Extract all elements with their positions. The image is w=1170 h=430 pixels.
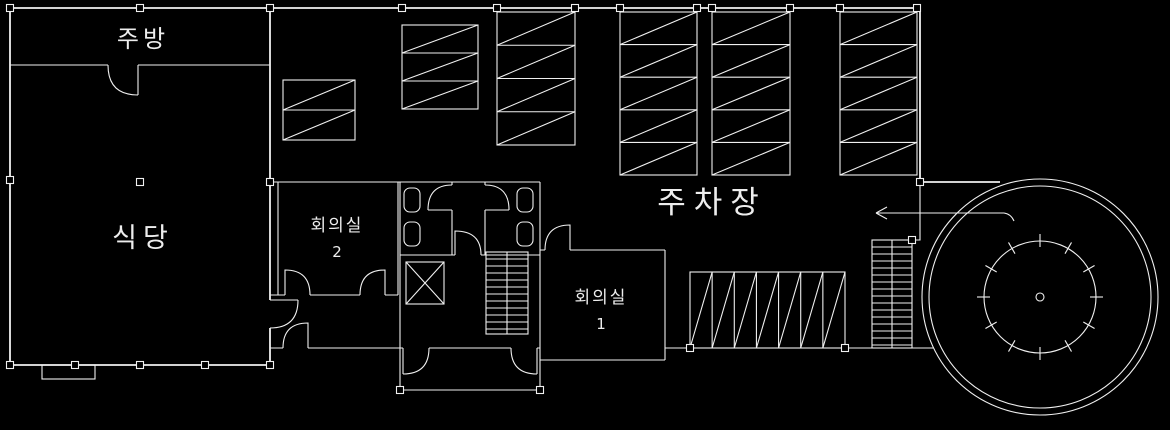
- corridor-walls: [270, 322, 540, 349]
- north-wing-walls: [270, 7, 1000, 241]
- ramp-ticks: [977, 234, 1103, 360]
- column-tick: [785, 3, 795, 13]
- meeting-room-2-outline: [270, 181, 400, 295]
- parking-stall-group: [839, 11, 918, 176]
- column-tick: [5, 3, 15, 13]
- entry-vestibule: [41, 364, 96, 380]
- toilet-partitions: [400, 182, 540, 256]
- labels: 주방 식당 회의실 2 회의실 1 주차장: [112, 25, 767, 333]
- north-outer-wall: [270, 7, 1000, 183]
- meeting-room-2-label: 회의실: [311, 216, 364, 236]
- toilet-fixture: [516, 187, 534, 213]
- column-tick: [912, 3, 922, 13]
- toilet-fixture: [516, 221, 534, 247]
- corridor-door: [282, 322, 309, 349]
- ramp-outer-circle: [921, 178, 1159, 416]
- parking-stalls: [282, 11, 918, 349]
- parking-stall-group: [401, 24, 479, 110]
- column-tick: [5, 360, 15, 370]
- ramp-direction-arrow: [875, 206, 1015, 222]
- column-tick: [907, 235, 917, 245]
- toilet-fixture: [403, 221, 421, 247]
- meeting-room-1-outline: [540, 249, 666, 361]
- column-tick: [707, 3, 717, 13]
- ramp-core-circle: [983, 240, 1097, 354]
- meeting-room-2-door-a: [284, 269, 311, 296]
- column-tick: [265, 177, 275, 187]
- meeting-room-1-number: 1: [596, 315, 606, 333]
- column-tick: [135, 177, 145, 187]
- column-tick: [70, 360, 80, 370]
- toilet-door-left: [427, 184, 453, 211]
- toilet-fixture: [403, 187, 421, 213]
- stairs-core: [485, 251, 529, 335]
- column-tick: [915, 177, 925, 187]
- column-tick: [397, 3, 407, 13]
- parking-stall-group: [619, 11, 698, 176]
- core-walls: [399, 181, 541, 391]
- ramp-outer-inner-circle: [928, 185, 1152, 409]
- column-tick: [395, 385, 405, 395]
- column-tick: [685, 343, 695, 353]
- column-tick: [265, 360, 275, 370]
- ramp-center-dot: [1035, 292, 1045, 302]
- parking-stall-group: [711, 11, 791, 176]
- meeting-room-2-door-b: [359, 269, 386, 296]
- toilet-door-right: [484, 184, 510, 211]
- porch-door-right: [510, 347, 538, 375]
- elevator-x-mark: [405, 261, 445, 305]
- kitchen-label: 주방: [117, 25, 169, 53]
- column-tick: [5, 175, 15, 185]
- column-tick: [615, 3, 625, 13]
- column-tick: [840, 343, 850, 353]
- elevator-shaft: [405, 261, 445, 305]
- porch-door-left: [402, 347, 430, 375]
- column-tick: [135, 3, 145, 13]
- left-building-walls: [9, 7, 299, 380]
- stairs: [485, 239, 913, 349]
- core-outline: [399, 181, 541, 391]
- meeting-room-2-number: 2: [332, 243, 342, 261]
- dining-door: [269, 299, 299, 329]
- column-tick: [692, 3, 702, 13]
- meeting-room-1-door: [544, 224, 571, 251]
- east-jog-wall: [912, 182, 921, 241]
- spiral-ramp: [875, 178, 1159, 416]
- column-tick: [265, 3, 275, 13]
- lobby-door: [454, 230, 482, 256]
- dining-label: 식당: [112, 223, 174, 254]
- parking-stall-group: [282, 79, 356, 141]
- column-tick: [135, 360, 145, 370]
- column-tick: [200, 360, 210, 370]
- column-tick: [570, 3, 580, 13]
- column-tick: [535, 385, 545, 395]
- parking-stall-group-south: [689, 271, 846, 349]
- kitchen-door: [107, 64, 139, 96]
- meeting-room-1-walls: [540, 224, 934, 361]
- column-tick: [835, 3, 845, 13]
- column-tick: [492, 3, 502, 13]
- parking-stall-group: [496, 11, 576, 146]
- meeting-room-2-walls: [270, 181, 400, 296]
- stairs-east: [871, 239, 913, 349]
- dining-building-outline: [9, 7, 271, 366]
- parking-label: 주차장: [657, 185, 767, 221]
- column-ticks: [5, 3, 925, 395]
- meeting-room-1-label: 회의실: [575, 288, 628, 308]
